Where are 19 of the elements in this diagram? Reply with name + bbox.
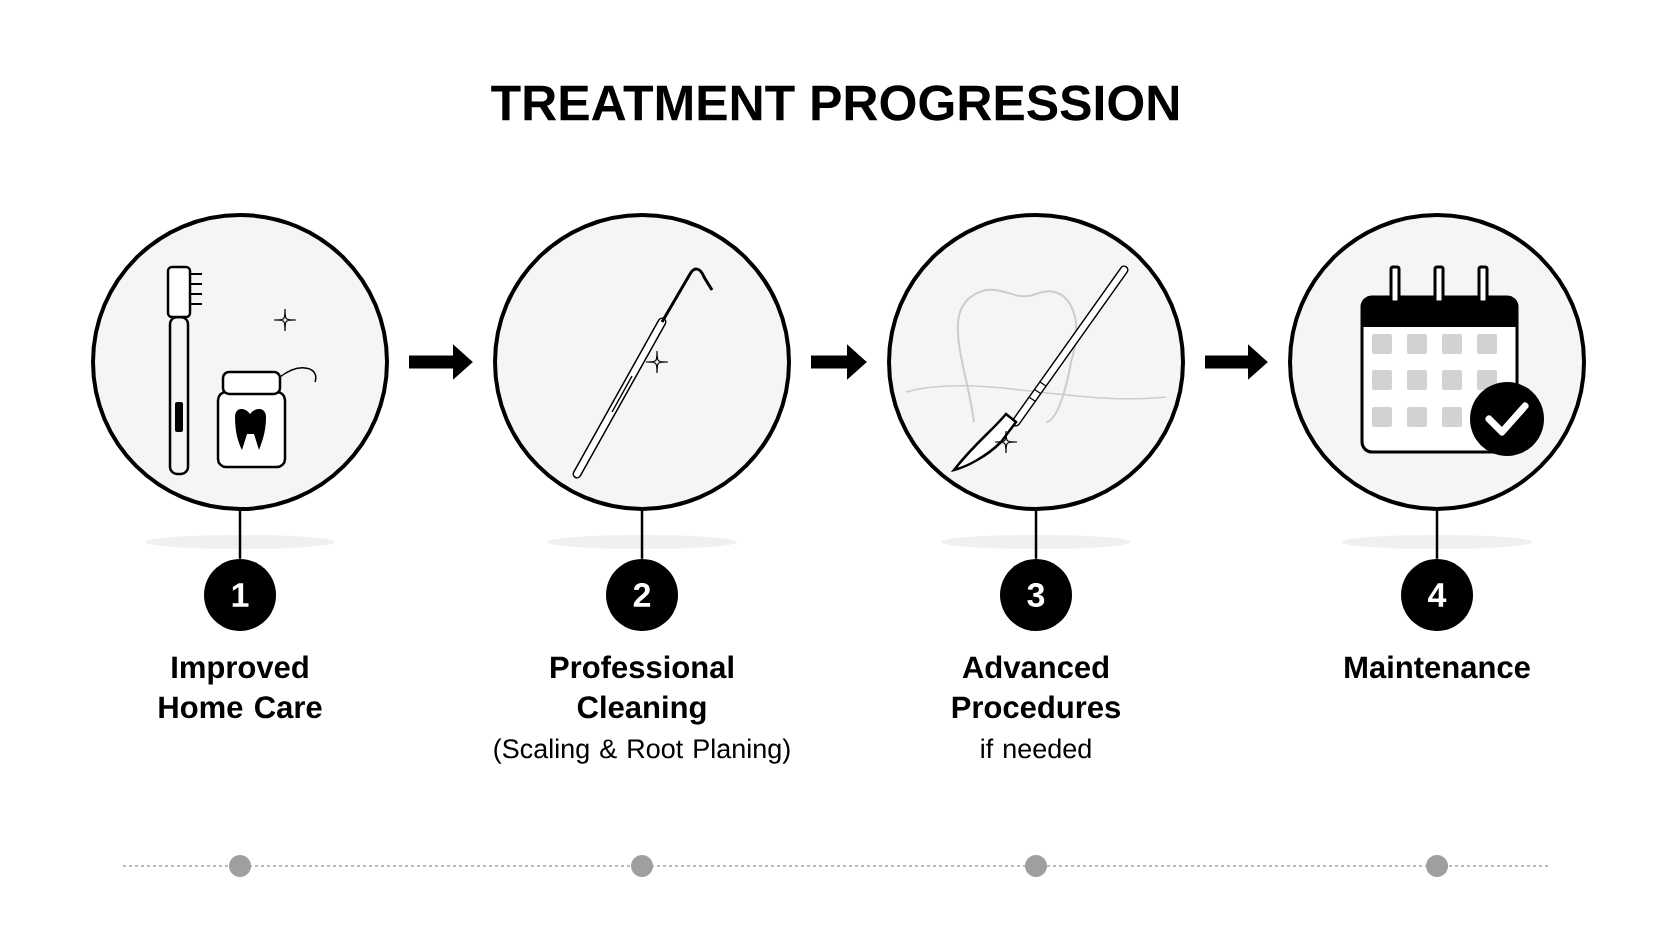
picture	[493, 213, 791, 511]
title: TREATMENT PROGRESSION	[491, 85, 1178, 121]
step-note: if needed	[981, 738, 1091, 759]
step-label: Professional Cleaning	[551, 655, 733, 725]
connector-line	[238, 511, 242, 559]
picture	[91, 213, 389, 511]
step-label: Maintenance	[1345, 655, 1530, 679]
picture	[887, 213, 1185, 511]
step-label: Advanced Procedures	[952, 655, 1120, 719]
step-number: 3	[1000, 559, 1072, 631]
step-number: 4	[1401, 559, 1473, 631]
connector-line	[1034, 511, 1038, 559]
step-label: Improved Home Care	[159, 655, 322, 719]
step-note: (Scaling & Root Planing)	[494, 738, 790, 764]
connector-line	[640, 511, 644, 559]
step-number: 2	[606, 559, 678, 631]
picture	[1288, 213, 1586, 511]
connector-line	[1435, 511, 1439, 559]
step-number: 1	[204, 559, 276, 631]
